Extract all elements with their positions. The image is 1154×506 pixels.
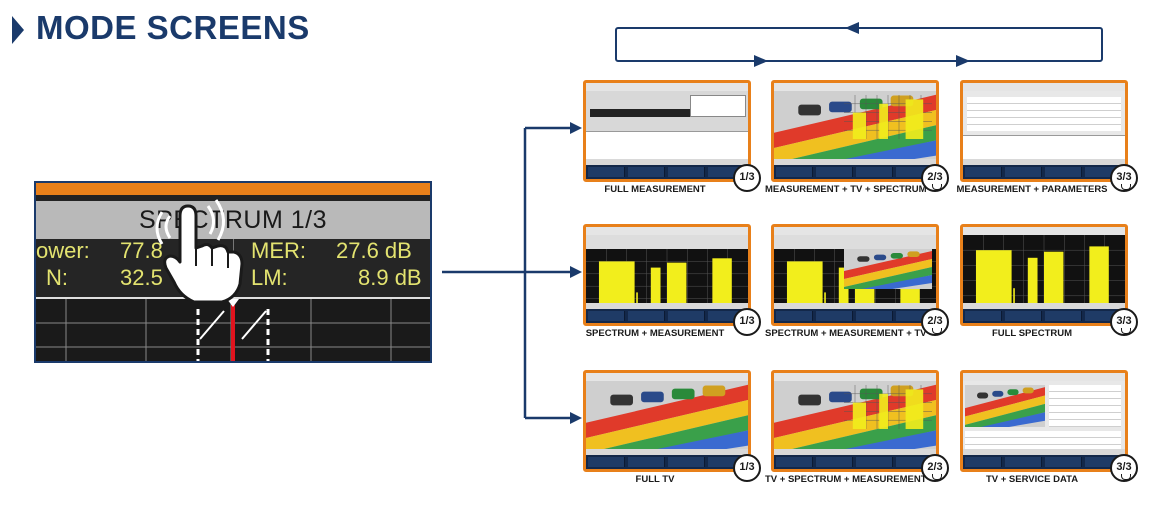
thumb-screen	[963, 381, 1125, 455]
panel-title: SPECTRUM 1/3	[36, 201, 430, 239]
thumb-softkeys	[586, 165, 748, 179]
panel-spectrum-graph	[36, 299, 430, 361]
thumb-status	[586, 159, 748, 165]
thumbnail-caption: FULL MEASUREMENT	[604, 184, 706, 195]
cycle-icon	[1121, 474, 1131, 480]
thumb-screen	[963, 91, 1125, 165]
thumb-header	[774, 83, 936, 91]
page-badge-label: 3/3	[1116, 461, 1132, 473]
thumbnail-caption: FULL SPECTRUM	[991, 328, 1073, 339]
thumb-softkeys	[963, 309, 1125, 323]
mode-thumbnail[interactable]	[960, 224, 1128, 326]
thumb-header	[963, 83, 1125, 91]
mode-thumbnail[interactable]	[771, 370, 939, 472]
page-badge: 3/3	[1110, 454, 1138, 482]
page-badge-label: 3/3	[1116, 171, 1132, 183]
thumbnail-caption: TV + SERVICE DATA	[985, 474, 1079, 485]
power-label: ower:	[36, 238, 90, 263]
thumb-status	[774, 303, 936, 309]
thumb-screen	[774, 381, 936, 469]
thumb-header	[963, 373, 1125, 381]
mode-thumbnail[interactable]	[960, 80, 1128, 182]
panel-top-bar	[36, 195, 430, 201]
page-badge-label: 1/3	[739, 461, 755, 473]
power-value: 77.8	[120, 238, 163, 263]
panel-orange-bar	[36, 183, 430, 195]
thumb-screen	[774, 91, 936, 179]
mode-thumbnail[interactable]	[583, 370, 751, 472]
thumb-status	[586, 303, 748, 309]
thumb-softkeys	[774, 455, 936, 469]
mer-label: MER:	[251, 238, 306, 263]
thumb-screen	[963, 235, 1125, 311]
page-badge: 1/3	[733, 308, 761, 336]
page-badge-label: 2/3	[927, 171, 943, 183]
thumb-header	[774, 373, 936, 381]
thumbnail-caption: TV + SPECTRUM + MEASUREMENT	[765, 474, 927, 485]
page-badge: 1/3	[733, 454, 761, 482]
thumb-header	[963, 227, 1125, 235]
thumb-header	[774, 227, 936, 235]
page-badge-label: 1/3	[739, 315, 755, 327]
thumb-screen	[586, 91, 748, 165]
thumb-status	[963, 159, 1125, 165]
lm-label: LM:	[251, 265, 288, 290]
lm-value: 8.9 dB	[358, 265, 422, 290]
thumb-header	[586, 83, 748, 91]
tap-hand-icon	[155, 199, 244, 304]
cycle-icon	[932, 474, 942, 480]
cycle-icon	[932, 328, 942, 334]
thumb-status	[586, 449, 748, 455]
mer-value: 27.6 dB	[336, 238, 412, 263]
thumbnail-caption: SPECTRUM + MEASUREMENT	[585, 328, 725, 339]
page-badge-label: 2/3	[927, 315, 943, 327]
thumbnail-caption: MEASUREMENT + PARAMETERS	[956, 184, 1108, 195]
cycle-icon	[1121, 184, 1131, 190]
cn-value: 32.5	[120, 265, 163, 290]
page-badge: 3/3	[1110, 164, 1138, 192]
mode-thumbnail[interactable]	[771, 224, 939, 326]
thumbnail-caption: MEASUREMENT + TV + SPECTRUM	[765, 184, 927, 195]
thumb-softkeys	[586, 455, 748, 469]
thumbnail-caption: FULL TV	[635, 474, 675, 485]
thumb-status	[774, 159, 936, 165]
thumb-screen	[586, 235, 748, 311]
page-badge-label: 1/3	[739, 171, 755, 183]
cn-label: N:	[46, 265, 68, 290]
thumb-screen	[774, 235, 936, 311]
thumb-softkeys	[586, 309, 748, 323]
thumb-screen	[586, 381, 748, 469]
page-badge-label: 2/3	[927, 461, 943, 473]
page-badge: 2/3	[921, 454, 949, 482]
page-badge: 2/3	[921, 164, 949, 192]
mode-thumbnail[interactable]	[583, 80, 751, 182]
cycle-icon	[932, 184, 942, 190]
page-badge-label: 3/3	[1116, 315, 1132, 327]
header-arrow-icon	[12, 16, 24, 44]
thumb-softkeys	[774, 165, 936, 179]
page-badge: 1/3	[733, 164, 761, 192]
page-title: MODE SCREENS	[36, 9, 310, 46]
thumb-status	[963, 303, 1125, 309]
cycle-icon	[1121, 328, 1131, 334]
mode-thumbnail[interactable]	[960, 370, 1128, 472]
mode-thumbnail[interactable]	[583, 224, 751, 326]
thumbnail-caption: SPECTRUM + MEASUREMENT + TV	[765, 328, 927, 339]
thumb-softkeys	[963, 165, 1125, 179]
thumb-status	[774, 449, 936, 455]
mode-thumbnail[interactable]	[771, 80, 939, 182]
page-badge: 2/3	[921, 308, 949, 336]
thumb-header	[586, 373, 748, 381]
thumb-status	[963, 449, 1125, 455]
thumb-header	[586, 227, 748, 235]
thumb-softkeys	[774, 309, 936, 323]
thumb-softkeys	[963, 455, 1125, 469]
page-badge: 3/3	[1110, 308, 1138, 336]
